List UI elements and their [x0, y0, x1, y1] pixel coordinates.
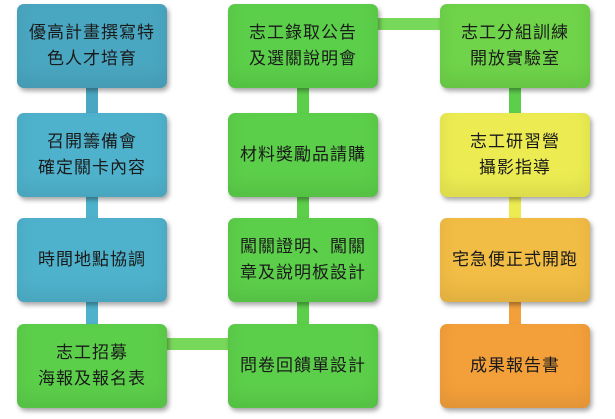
connector-c1-2-3	[86, 197, 98, 218]
connector-c1-1-2	[86, 88, 98, 113]
connector-c2-c3	[378, 18, 440, 30]
step-box-prep-meeting: 召開籌備會 確定關卡內容	[17, 113, 167, 197]
connector-c3-1-2	[509, 88, 521, 113]
connector-c1-c2	[167, 338, 228, 350]
connector-c1-3-4	[86, 302, 98, 324]
step-box-workshop: 志工研習營 攝影指導	[440, 113, 590, 197]
step-box-plan-writing: 優高計畫撰寫特 色人才培育	[17, 4, 167, 88]
step-box-volunteer-recruit: 志工招募 海報及報名表	[17, 324, 167, 408]
step-box-material-purchase: 材料獎勵品請購	[228, 113, 378, 197]
step-label: 召開籌備會 確定關卡內容	[38, 132, 146, 178]
step-label: 志工錄取公告 及選關說明會	[249, 23, 357, 69]
step-box-admission-notice: 志工錄取公告 及選關說明會	[228, 4, 378, 88]
connector-c3-2-3	[509, 197, 521, 218]
connector-c3-3-4	[509, 302, 521, 324]
connector-c2-2-1	[297, 88, 309, 113]
step-label: 志工研習營 攝影指導	[470, 132, 560, 178]
step-box-final-report: 成果報告書	[440, 324, 590, 408]
step-box-launch: 宅急便正式開跑	[440, 218, 590, 302]
step-label: 優高計畫撰寫特 色人才培育	[29, 23, 155, 69]
step-label: 闖關證明、闖關 章及說明板設計	[240, 237, 366, 283]
step-label: 志工招募 海報及報名表	[38, 343, 146, 389]
step-label: 問卷回饋單設計	[240, 356, 366, 376]
step-box-time-place: 時間地點協調	[17, 218, 167, 302]
step-box-questionnaire: 問卷回饋單設計	[228, 324, 378, 408]
connector-c2-3-2	[297, 197, 309, 218]
step-label: 成果報告書	[470, 356, 560, 376]
step-box-pass-design: 闖關證明、闖關 章及說明板設計	[228, 218, 378, 302]
step-label: 材料獎勵品請購	[240, 145, 366, 165]
step-label: 時間地點協調	[38, 250, 146, 270]
step-box-group-training: 志工分組訓練 開放實驗室	[440, 4, 590, 88]
connector-c2-4-3	[297, 302, 309, 324]
step-label: 志工分組訓練 開放實驗室	[461, 23, 569, 69]
step-label: 宅急便正式開跑	[452, 250, 578, 270]
